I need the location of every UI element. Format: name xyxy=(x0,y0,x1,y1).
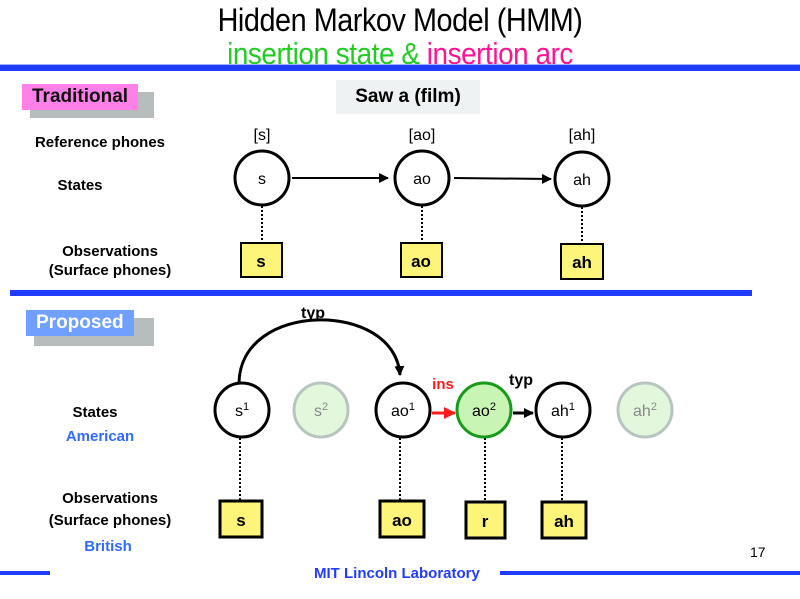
label-surface-phones: (Surface phones) xyxy=(48,262,172,279)
prop-arc-ins-label: ins xyxy=(432,376,454,393)
trad-state-ao-label: ao xyxy=(413,171,431,188)
prop-obs-r xyxy=(464,500,507,540)
prop-state-ao2-insertion xyxy=(455,381,513,439)
trad-obs-ah-label: ah xyxy=(572,253,592,272)
prop-obs-ao xyxy=(378,499,426,539)
prop-label-observations: Observations xyxy=(62,490,158,507)
trad-obs-ao-label: ao xyxy=(411,252,431,271)
ref-phone-ao: [ao] xyxy=(409,127,436,144)
prop-state-s1 xyxy=(213,381,271,439)
footer-line-left xyxy=(0,571,50,575)
prop-state-ah1-label: ah1 xyxy=(551,401,575,420)
prop-state-ao1 xyxy=(374,381,432,439)
prop-label-states: States xyxy=(72,404,118,421)
example-phrase: Saw a (film) xyxy=(336,80,480,114)
prop-obs-ao-label: ao xyxy=(392,511,412,530)
label-observations: Observations xyxy=(62,243,158,260)
proposed-tag: Proposed xyxy=(26,310,134,336)
prop-state-s1-label: s1 xyxy=(235,401,249,420)
prop-state-s2-label: s2 xyxy=(314,401,328,420)
prop-state-ah1 xyxy=(534,381,592,439)
page-number: 17 xyxy=(750,544,766,560)
prop-state-ao1-label: ao1 xyxy=(391,401,415,420)
trad-arc-ao-ah xyxy=(453,173,552,184)
prop-arc-typ-skip xyxy=(237,318,405,385)
trad-obs-s xyxy=(240,242,283,278)
label-states: States xyxy=(57,177,103,194)
trad-obs-ao xyxy=(400,242,443,278)
trad-obs-ah xyxy=(560,243,604,280)
prop-arc-typ-skip-label: typ xyxy=(301,305,325,322)
prop-state-ah2-label: ah2 xyxy=(633,401,657,420)
prop-obs-ah xyxy=(540,500,588,540)
prop-obs-ah-label: ah xyxy=(554,512,574,531)
prop-label-american: American xyxy=(65,428,135,445)
trad-obs-s-label: s xyxy=(256,252,265,271)
prop-arc-typ-label: typ xyxy=(509,372,533,389)
trad-state-ah xyxy=(553,150,611,208)
section-divider xyxy=(10,290,752,296)
ref-phone-ah: [ah] xyxy=(569,127,596,144)
prop-label-british: British xyxy=(84,538,132,555)
prop-obs-r-label: r xyxy=(482,512,489,531)
prop-state-ah2 xyxy=(616,381,674,439)
slide-title: Hidden Markov Model (HMM) xyxy=(217,2,583,38)
footer-line-right xyxy=(500,571,800,575)
trad-state-s-label: s xyxy=(258,171,266,188)
prop-obs-s-label: s xyxy=(236,511,245,530)
ref-phone-s: [s] xyxy=(254,127,271,144)
trad-state-s xyxy=(233,149,291,207)
prop-state-ao2-label: ao2 xyxy=(472,401,496,420)
label-reference-phones: Reference phones xyxy=(34,134,166,151)
prop-state-s2 xyxy=(292,381,350,439)
prop-label-surface-phones: (Surface phones) xyxy=(48,512,172,529)
traditional-tag: Traditional xyxy=(22,84,139,110)
trad-state-ah-label: ah xyxy=(573,172,591,189)
footer-lab-name: MIT Lincoln Laboratory xyxy=(314,565,480,582)
title-divider xyxy=(0,64,800,71)
trad-state-ao xyxy=(393,149,451,207)
prop-obs-s xyxy=(218,499,264,539)
